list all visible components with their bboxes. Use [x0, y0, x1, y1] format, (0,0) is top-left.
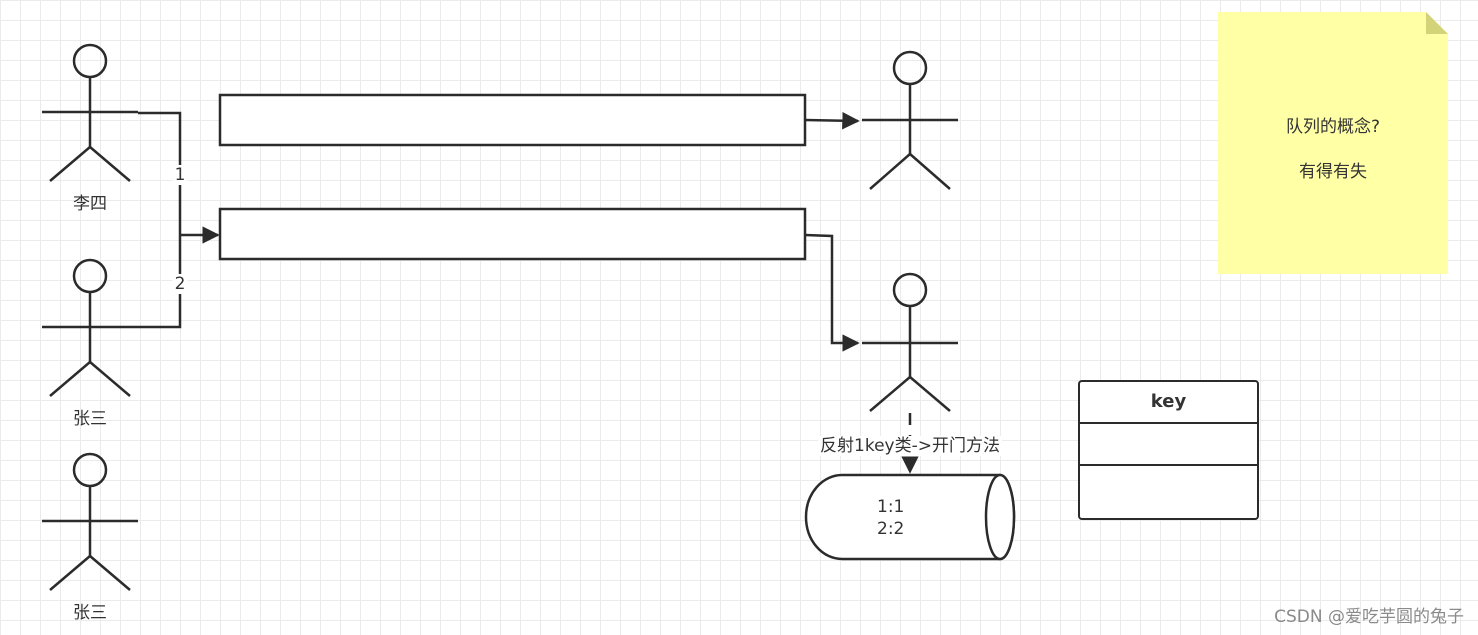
edge-zhangsan-to-queue[interactable]: [138, 235, 182, 329]
actor-zhangsan-1-label: 张三: [73, 409, 107, 429]
note-line-1: 队列的概念?: [1285, 117, 1381, 137]
watermark: CSDN @爱吃芋圆的兔子: [1274, 607, 1464, 627]
queue-box-bottom[interactable]: [218, 207, 807, 261]
actor-right-top-figure[interactable]: [862, 50, 958, 190]
sticky-note[interactable]: 队列的概念? 有得有失: [1218, 12, 1448, 274]
edge-queue-top-to-actor[interactable]: [804, 111, 860, 130]
note-line-2: 有得有失: [1299, 162, 1367, 182]
edge-label-reflect: 反射1key类->开门方法: [818, 436, 1002, 456]
database-line-1: 1:1: [877, 497, 905, 517]
edge-lisi-to-queue[interactable]: [138, 111, 182, 235]
class-box-attributes[interactable]: [1080, 424, 1257, 466]
database-cylinder-cap: [984, 473, 1016, 561]
database-line-2: 2:2: [877, 519, 905, 539]
actor-zhangsan-1-figure[interactable]: [42, 258, 138, 397]
class-box-title: key: [1080, 382, 1257, 424]
actor-lisi-figure[interactable]: [42, 43, 138, 182]
database-cylinder[interactable]: [804, 473, 1016, 561]
actor-zhangsan-2-label: 张三: [73, 603, 107, 623]
edge-label-2: 2: [172, 274, 188, 294]
queue-box-top[interactable]: [218, 93, 807, 147]
actor-zhangsan-2-figure[interactable]: [42, 452, 138, 591]
edge-label-1: 1: [172, 165, 188, 185]
actor-right-bottom-figure[interactable]: [862, 272, 958, 412]
edge-queue-bottom-to-actor[interactable]: [804, 233, 860, 352]
actor-lisi-label: 李四: [73, 194, 107, 214]
class-box-key[interactable]: key: [1078, 380, 1259, 520]
